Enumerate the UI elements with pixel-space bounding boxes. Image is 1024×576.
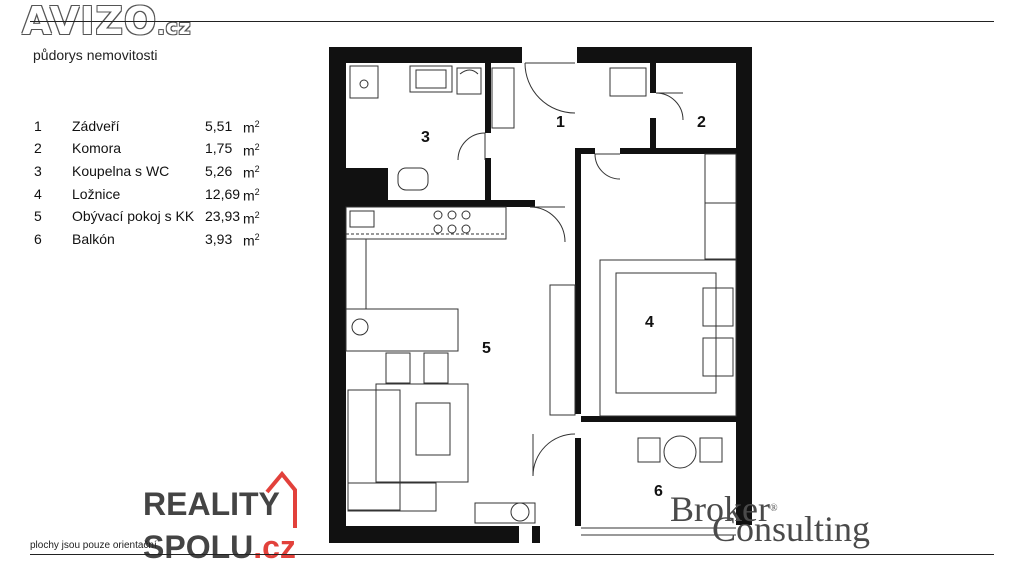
legend-unit-text: m — [243, 142, 255, 159]
room-label-2: 2 — [697, 114, 706, 131]
bottom-rule — [30, 554, 994, 555]
legend-room-name: Koupelna s WC — [72, 163, 170, 180]
legend-row: 1 Zádveří 5,51 m2 — [34, 115, 273, 138]
legend-unit-text: m — [243, 164, 255, 181]
reality-house-icon — [265, 470, 297, 528]
legend-room-number: 4 — [34, 185, 42, 202]
aviso-logo: AVIZO.cz — [22, 1, 191, 47]
broker-logo-line2: Consulting — [712, 509, 871, 549]
room-label-4: 4 — [645, 314, 654, 331]
legend-room-area: 5,26 — [205, 163, 233, 180]
legend-room-number: 1 — [34, 117, 42, 134]
legend-row: 6 Balkón 3,93 m2 — [34, 228, 273, 251]
legend-room-number: 2 — [34, 140, 42, 157]
legend-room-unit: m2 — [243, 228, 273, 251]
legend-unit-exponent: 2 — [254, 119, 260, 129]
legend-unit-exponent: 2 — [254, 209, 260, 220]
room-label-1: 1 — [556, 114, 565, 131]
legend-room-unit: m2 — [243, 138, 273, 161]
page-subtitle: půdorys nemovitosti — [33, 47, 158, 63]
legend-room-area: 23,93 — [205, 208, 241, 225]
broker-logo-line1: Broker® — [670, 490, 778, 528]
legend-unit-text: m — [243, 119, 255, 136]
legend-room-name: Komora — [72, 140, 122, 157]
broker-logo-reg: ® — [769, 503, 778, 514]
area-footnote: plochy jsou pouze orientační — [30, 540, 157, 551]
legend-room-area: 3,93 — [205, 231, 233, 248]
legend-unit-text: m — [243, 210, 255, 227]
aviso-logo-tld: .cz — [157, 15, 192, 39]
legend-room-name: Zádveří — [72, 117, 120, 134]
reality-logo-tld: .cz — [253, 529, 296, 565]
room-label-5: 5 — [482, 340, 491, 357]
room-number-labels: 1 2 3 4 5 6 — [421, 114, 706, 500]
reality-logo-spolu: SPOLU — [143, 529, 254, 565]
legend-room-name: Obývací pokoj s KK — [72, 208, 195, 225]
legend-unit-exponent: 2 — [254, 164, 260, 175]
legend-room-unit: m2 — [243, 115, 273, 138]
plan-fixtures — [345, 62, 737, 536]
legend-unit-text: m — [243, 232, 255, 249]
legend-room-unit: m2 — [243, 206, 273, 229]
legend-row: 3 Koupelna s WC 5,26 m2 — [34, 160, 273, 183]
reality-logo-line2: SPOLU.cz — [143, 530, 296, 564]
legend-unit-exponent: 2 — [254, 232, 260, 243]
legend-room-area: 12,69 — [205, 185, 241, 202]
legend-room-area: 5,51 — [205, 117, 233, 134]
legend-room-unit: m2 — [243, 160, 273, 183]
legend-room-number: 5 — [34, 208, 42, 225]
plan-walls — [329, 47, 752, 543]
legend-room-area: 1,75 — [205, 140, 233, 157]
legend-room-number: 6 — [34, 231, 42, 248]
legend-unit-exponent: 2 — [254, 141, 260, 152]
legend-room-name: Ložnice — [72, 185, 121, 202]
room-label-3: 3 — [421, 129, 430, 146]
legend-room-number: 3 — [34, 163, 42, 180]
legend-unit-text: m — [243, 187, 255, 204]
broker-logo-broker: Broker — [670, 489, 770, 529]
room-label-6: 6 — [654, 483, 663, 500]
reality-logo-line1: REALITY — [143, 486, 280, 522]
top-rule — [30, 21, 994, 22]
legend-room-unit: m2 — [243, 183, 273, 206]
floor-plan: 1 2 3 4 5 6 — [329, 47, 752, 543]
legend-unit-exponent: 2 — [254, 186, 260, 197]
legend-room-name: Balkón — [72, 231, 115, 248]
